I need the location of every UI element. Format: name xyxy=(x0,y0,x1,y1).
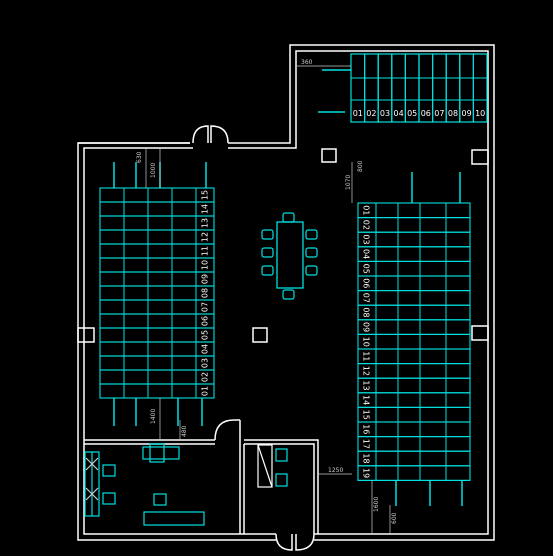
rack-label: 08 xyxy=(448,109,458,118)
cabinet-tall xyxy=(257,444,273,488)
partition-right xyxy=(244,439,319,534)
chair xyxy=(305,229,318,240)
rack-label: 10 xyxy=(362,337,371,347)
rack-label: 09 xyxy=(462,109,472,118)
rack-label: 03 xyxy=(362,234,371,244)
rack-label: 19 xyxy=(362,468,371,478)
rack-label: 11 xyxy=(201,246,210,256)
rack-label: 12 xyxy=(362,366,371,376)
chair xyxy=(261,265,274,276)
rack-label: 09 xyxy=(362,322,371,332)
chair xyxy=(282,212,295,223)
chair xyxy=(102,464,116,477)
rack-label: 13 xyxy=(201,218,210,228)
chair xyxy=(153,493,167,506)
monitor xyxy=(149,443,165,463)
rack-label: 17 xyxy=(362,439,371,449)
dim-top-right-offset: 360 xyxy=(301,59,313,66)
rack-label: 15 xyxy=(201,190,210,200)
rack-label: 05 xyxy=(362,264,371,274)
chair xyxy=(305,265,318,276)
chair xyxy=(261,247,274,258)
rack-label: 02 xyxy=(366,109,376,118)
column xyxy=(471,325,489,341)
rack-label: 01 xyxy=(362,205,371,215)
rack-label: 08 xyxy=(201,288,210,298)
door-inner xyxy=(214,419,241,441)
rack-label: 13 xyxy=(362,380,371,390)
dim-right-bottom-side: 1250 xyxy=(328,467,343,474)
column xyxy=(252,327,268,343)
cabinet-marks xyxy=(85,457,99,501)
rack-label: 01 xyxy=(353,109,363,118)
rack-label: 10 xyxy=(475,109,485,118)
dim-left-top-a: 630 xyxy=(136,151,143,163)
rack-label: 11 xyxy=(362,351,371,361)
office-furniture xyxy=(84,443,288,526)
column xyxy=(77,327,95,343)
rack-label: 04 xyxy=(362,249,371,259)
column xyxy=(321,148,337,163)
desk xyxy=(142,446,180,460)
cabinet-diagonal xyxy=(257,444,273,488)
chairs xyxy=(261,212,318,300)
dim-left-bottom: 1400 xyxy=(150,409,157,424)
rack-label: 07 xyxy=(362,293,371,303)
rack-label: 03 xyxy=(380,109,390,118)
rack-label: 01 xyxy=(201,386,210,396)
sofa xyxy=(143,511,205,526)
rack-label: 09 xyxy=(201,274,210,284)
chair xyxy=(305,247,318,258)
rack-label: 04 xyxy=(201,344,210,354)
rack-label: 10 xyxy=(201,260,210,270)
rack-label: 18 xyxy=(362,453,371,463)
dim-right-top-a: 800 xyxy=(357,160,364,172)
conference-table xyxy=(261,212,318,300)
rack-label: 06 xyxy=(362,278,371,288)
dim-right-top-b: 1070 xyxy=(345,175,352,190)
rack-label: 02 xyxy=(201,372,210,382)
rack-label: 15 xyxy=(362,410,371,420)
column xyxy=(471,149,489,165)
inner-wall-path xyxy=(83,50,489,535)
chair xyxy=(102,492,116,505)
rack-label: 14 xyxy=(362,395,371,405)
dim-right-bottom-a: 1600 xyxy=(373,497,380,512)
dim-right-bottom-b: 600 xyxy=(391,512,398,524)
chair xyxy=(261,229,274,240)
chair xyxy=(282,289,295,300)
partition-mid xyxy=(239,440,245,534)
rack-label: 07 xyxy=(201,302,210,312)
rack-label: 16 xyxy=(362,424,371,434)
dimensions: 360 630 1000 1400 480 800 1070 1250 1600… xyxy=(136,59,398,534)
rack-label: 12 xyxy=(201,232,210,242)
chair xyxy=(275,448,288,462)
rack-label: 07 xyxy=(434,109,444,118)
rack-label: 06 xyxy=(201,316,210,326)
rack-label: 03 xyxy=(201,358,210,368)
door-top xyxy=(192,125,229,144)
rack-label: 05 xyxy=(407,109,417,118)
rack-label: 06 xyxy=(421,109,431,118)
door-bottom xyxy=(275,533,315,551)
chair xyxy=(275,473,288,487)
rack-label: 05 xyxy=(201,330,210,340)
walls xyxy=(77,44,495,551)
rack-label: 02 xyxy=(362,220,371,230)
rack-label: 14 xyxy=(201,204,210,214)
rack-label: 04 xyxy=(394,109,404,118)
rack-label: 08 xyxy=(362,307,371,317)
dim-left-bottom-small: 480 xyxy=(181,425,188,437)
dim-left-top-b: 1000 xyxy=(150,163,157,178)
right-rack-bank: 01 02 03 04 05 06 07 08 09 10 11 12 13 14 15 16 17 18 19 xyxy=(357,172,471,506)
